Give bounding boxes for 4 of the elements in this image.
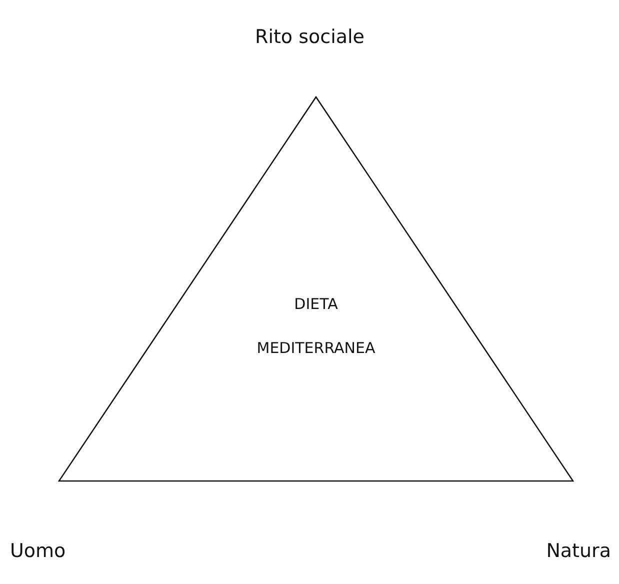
vertex-label: Natura <box>546 540 611 562</box>
vertex-label: Rito sociale <box>255 26 364 48</box>
vertex-label: Uomo <box>10 540 66 562</box>
center-text: DIETA MEDITERRANEA <box>256 294 376 359</box>
